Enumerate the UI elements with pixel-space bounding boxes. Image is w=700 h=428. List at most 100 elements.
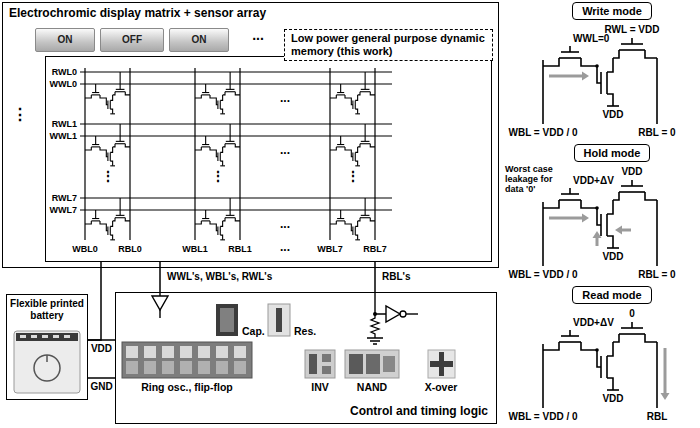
leakage-arrowhead (593, 231, 602, 238)
storage-node (595, 348, 599, 352)
cell-wire (607, 389, 619, 391)
column-label: RBL1 (228, 244, 252, 254)
cell-wire (225, 217, 235, 218)
cell-wire (220, 152, 221, 161)
battery-mark (31, 335, 37, 338)
cell-wire (600, 72, 602, 94)
battery-strip (16, 333, 78, 341)
button-label: ON (192, 34, 207, 46)
cell-wire (225, 91, 235, 92)
gain-cell (543, 322, 657, 390)
cell-wire (95, 84, 96, 93)
cell-wire (340, 210, 341, 219)
cell-wire (91, 146, 100, 147)
ring-oscillator-stage (126, 346, 138, 358)
cell-wire (210, 147, 218, 157)
write-bit-line (329, 68, 330, 240)
mode-label: Hold mode (584, 146, 641, 160)
nand-part (383, 356, 395, 372)
cell-wire (220, 161, 222, 166)
cell-wire (110, 161, 112, 166)
cell-wire (225, 143, 235, 144)
battery-box: Flexible printed battery (6, 294, 88, 400)
cell-wire (355, 152, 356, 161)
cell-wire (355, 95, 357, 101)
cell-wire (336, 220, 345, 221)
signal-label: VDD (602, 393, 623, 405)
gain-cell (85, 124, 130, 166)
cell-wire (355, 226, 356, 235)
cell-wire (345, 95, 353, 105)
cell-wire (340, 136, 341, 145)
signal-label: VDD (621, 166, 642, 178)
cell-wire (110, 152, 111, 161)
battery-mark (20, 335, 26, 338)
wire-label: VDD (90, 343, 113, 355)
ellipsis: ... (280, 218, 290, 232)
cell-wire (355, 161, 357, 166)
cell-wire (223, 144, 225, 147)
cell-wire (195, 221, 201, 224)
gain-cell (195, 124, 240, 166)
cell-wire (345, 147, 353, 157)
gain-cell (85, 198, 130, 240)
write-bit-line (84, 68, 85, 240)
cell-wire (330, 221, 336, 224)
cell-wire (365, 198, 366, 215)
cell-wire (220, 109, 222, 114)
gain-cell (330, 198, 375, 240)
cell-wire (365, 72, 366, 89)
cell-wire (113, 92, 115, 95)
cell-wire (95, 136, 96, 145)
cell-wire (91, 220, 100, 221)
inverter-output (406, 313, 418, 314)
leakage-arrowhead (615, 226, 622, 235)
cell-wire (120, 72, 121, 89)
display-button: ON (35, 28, 95, 52)
cell-wire (110, 165, 115, 166)
cell-wire (330, 147, 336, 150)
signal-label: VDD+ΔV (573, 317, 614, 329)
cell-wire (607, 247, 619, 249)
cell-wire (220, 221, 222, 227)
ground-symbol (367, 338, 383, 344)
cell-wire (355, 165, 360, 166)
photo-caption: Res. (294, 325, 316, 337)
flip-flop-stage (216, 361, 228, 374)
cell-wire (336, 146, 345, 147)
crossover-line (430, 361, 453, 367)
mode-schematic (543, 38, 657, 124)
cell-wire (352, 226, 353, 235)
read-bit-line (656, 58, 658, 124)
flip-flop-stage (144, 361, 156, 374)
flip-flop-stage (126, 361, 138, 374)
inverter-bubble (400, 311, 406, 317)
mode-tag: Read mode (572, 286, 651, 304)
cell-wire (330, 95, 336, 98)
cell-wire (559, 57, 581, 59)
cell-wire (607, 58, 613, 72)
cell-wire (205, 136, 206, 145)
signal-label: RBL = 0 (638, 269, 675, 281)
resistor-photo (268, 304, 290, 336)
inverter-part (322, 354, 331, 362)
ring-oscillator-photo (122, 342, 252, 378)
signal-label: WBL = VDD / 0 (509, 269, 578, 281)
ellipsis: ⋮ (101, 168, 115, 184)
write-bit-line (194, 68, 195, 240)
cell-wire (619, 49, 645, 51)
photo-caption: X-over (425, 381, 458, 393)
cell-wire (559, 199, 581, 201)
signal-label: VDD+ΔV (573, 175, 614, 187)
leakage-arrow (664, 348, 667, 393)
cell-wire (110, 221, 112, 227)
cell-wire (223, 218, 225, 221)
cell-wire (100, 147, 108, 157)
cell-wire (607, 378, 613, 390)
panel-heading: Electrochromic display matrix + sensor a… (9, 6, 492, 21)
wire (159, 262, 161, 292)
column-label: RBL7 (363, 244, 387, 254)
gain-cell (195, 72, 240, 114)
cell-wire (613, 50, 619, 58)
mode-schematic (543, 322, 670, 408)
